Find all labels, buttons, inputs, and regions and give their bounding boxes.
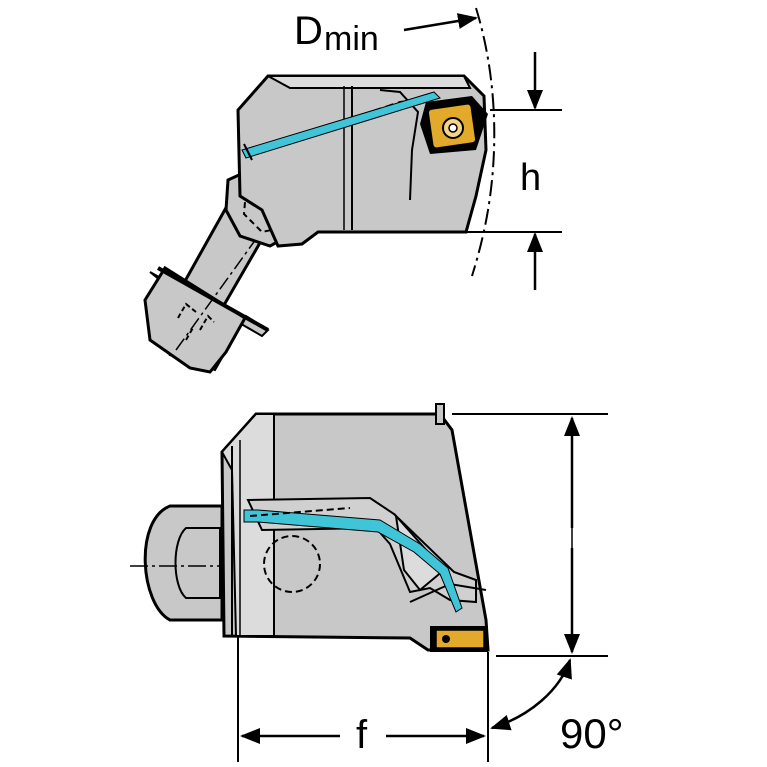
bottom-view [130, 403, 608, 762]
dmin-label: D [294, 9, 323, 53]
angle-arc [490, 658, 572, 731]
angle-label: 90° [560, 710, 624, 757]
f-label: f [356, 713, 368, 757]
top-insert [420, 96, 488, 154]
top-view [143, 7, 562, 374]
dmin-arc [471, 7, 496, 277]
h-dimension [462, 52, 562, 290]
bottom-coolant-channel [243, 509, 463, 613]
bottom-shank [130, 504, 318, 622]
top-coolant-channel [241, 91, 441, 159]
bottom-insert [430, 626, 488, 652]
dmin-subscript: min [324, 20, 379, 58]
h-label: h [520, 157, 541, 199]
f-dimension [237, 636, 489, 762]
dmin-leader-arrow [403, 13, 478, 32]
vertical-dimension [452, 413, 608, 657]
